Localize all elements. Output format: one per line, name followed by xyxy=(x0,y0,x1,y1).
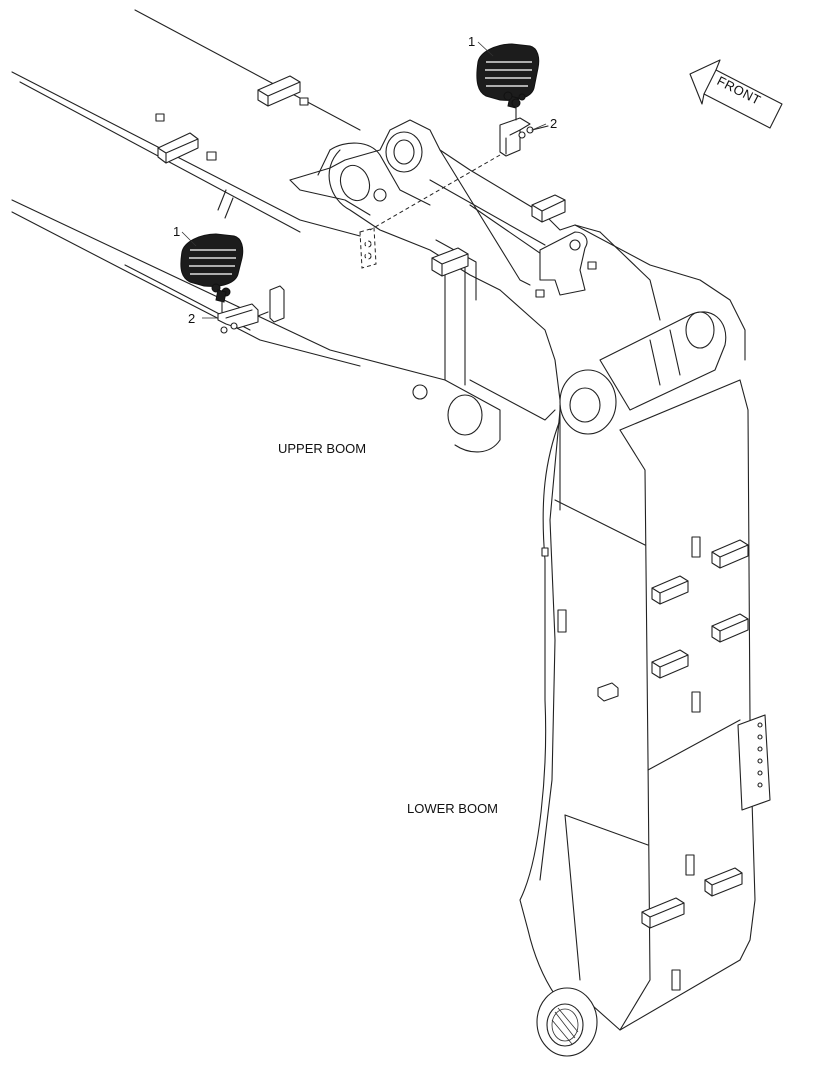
front-arrow: FRONT xyxy=(689,59,783,129)
callout-1-left: 1 xyxy=(173,224,180,239)
callout-1-top: 1 xyxy=(468,34,475,49)
callout-2-top: 2 xyxy=(550,116,557,131)
work-lamp-left xyxy=(180,233,244,303)
upper-boom-label: UPPER BOOM xyxy=(278,441,366,456)
lamp-bracket-top xyxy=(499,105,549,157)
callout-2-left: 2 xyxy=(188,311,195,326)
hose-bracket-holes xyxy=(757,722,763,788)
mount-hidden-outline xyxy=(359,227,377,269)
work-lamp-top xyxy=(476,43,540,109)
upper-boom xyxy=(289,119,746,453)
arm-beam xyxy=(11,9,446,381)
callout-leaders xyxy=(181,41,547,319)
lower-boom-label: LOWER BOOM xyxy=(407,801,498,816)
lower-boom xyxy=(519,379,771,1057)
lamp-bracket-left xyxy=(217,285,285,334)
lamp-top-mount-leader xyxy=(369,154,501,231)
